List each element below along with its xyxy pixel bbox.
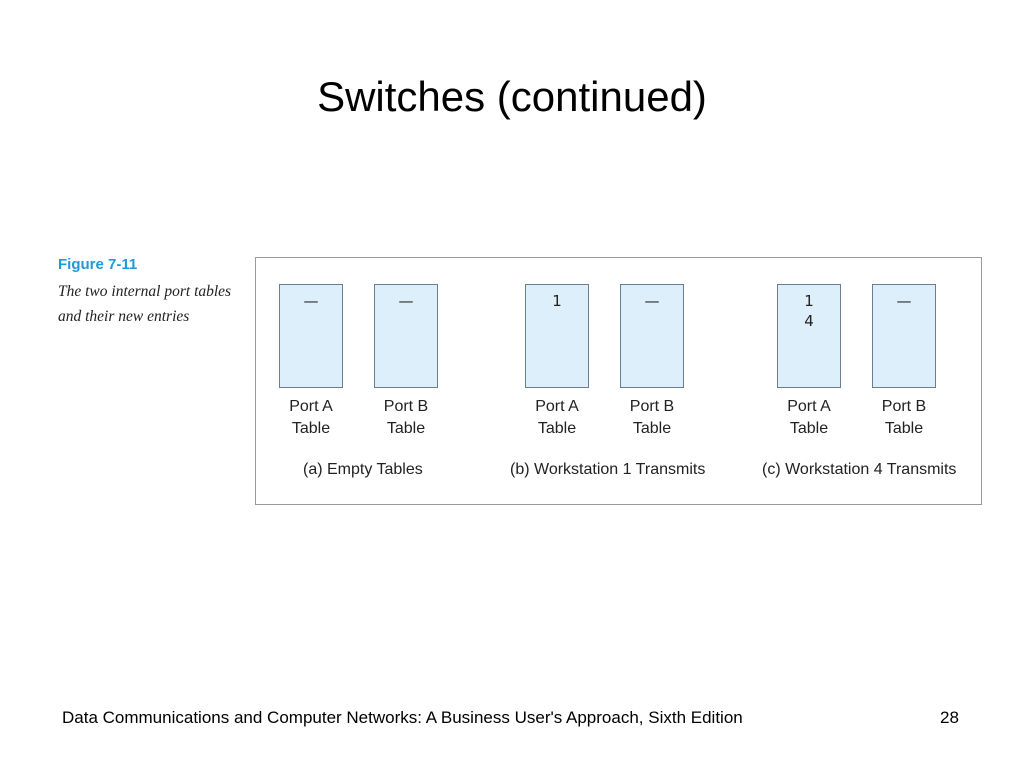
port-b-table-label: Port B Table (361, 396, 451, 440)
port-a-table-label: Port A Table (266, 396, 356, 440)
figure-caption: Figure 7-11 The two internal port tables… (58, 255, 248, 329)
group-workstation-4-transmits: 1 4 Port A Table — Port B Table (c) Work… (746, 258, 982, 504)
table-name-line1: Port A (535, 398, 579, 415)
group-workstation-1-transmits: 1 Port A Table — Port B Table (b) Workst… (496, 258, 746, 504)
table-name-line1: Port A (289, 398, 333, 415)
port-b-table-box: — (872, 284, 936, 388)
figure-diagram: — Port A Table — Port B Table (a) Empty … (255, 257, 982, 505)
table-name-line1: Port B (383, 398, 429, 415)
table-name-line1: Port A (787, 398, 831, 415)
table-entry: — (398, 292, 414, 310)
figure-caption-text: The two internal port tables and their n… (58, 283, 232, 325)
group-empty-tables: — Port A Table — Port B Table (a) Empty … (256, 258, 496, 504)
group-caption: (b) Workstation 1 Transmits (510, 461, 706, 478)
port-a-table-box: 1 (525, 284, 589, 388)
table-name-line1: Port B (629, 398, 675, 415)
table-name-line2: Table (884, 420, 924, 437)
port-b-table-box: — (620, 284, 684, 388)
page-number: 28 (940, 708, 959, 727)
group-caption: (a) Empty Tables (303, 461, 423, 478)
port-a-table-label: Port A Table (512, 396, 602, 440)
group-caption: (c) Workstation 4 Transmits (762, 461, 957, 478)
port-a-table-label: Port A Table (764, 396, 854, 440)
table-name-line2: Table (537, 420, 577, 437)
port-a-table-box: — (279, 284, 343, 388)
table-entry: 1 (804, 292, 814, 310)
table-entry: 4 (804, 312, 814, 330)
table-entry: — (644, 292, 660, 310)
port-b-table-box: — (374, 284, 438, 388)
port-b-table-label: Port B Table (607, 396, 697, 440)
table-entry: — (303, 292, 319, 310)
table-entry: — (896, 292, 912, 310)
slide-footer: Data Communications and Computer Network… (62, 708, 743, 727)
table-name-line2: Table (291, 420, 331, 437)
table-name-line2: Table (632, 420, 672, 437)
port-a-table-box: 1 4 (777, 284, 841, 388)
slide-title: Switches (continued) (317, 73, 707, 120)
table-name-line2: Table (386, 420, 426, 437)
port-b-table-label: Port B Table (859, 396, 949, 440)
table-entry: 1 (552, 292, 562, 310)
table-name-line2: Table (789, 420, 829, 437)
figure-label: Figure 7-11 (58, 256, 138, 273)
table-name-line1: Port B (881, 398, 927, 415)
